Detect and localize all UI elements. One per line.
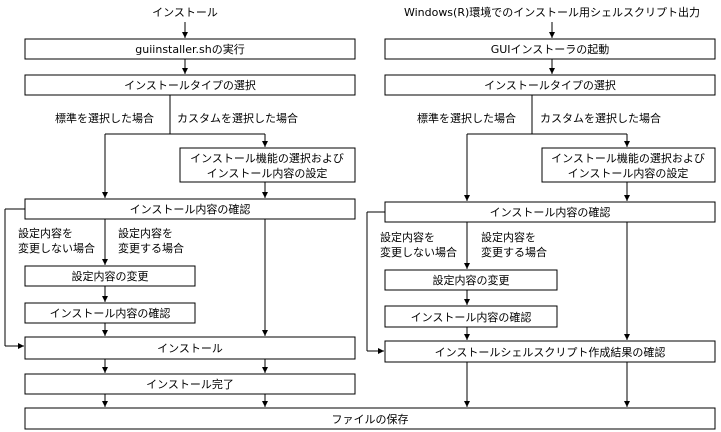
left-change-settings-label: 設定内容の変更 [72, 269, 149, 283]
right-launch-gui-box [384, 38, 716, 60]
save-file-box [24, 407, 716, 430]
right-flow: Windows(R)環境でのインストール用シェルスクリプト出力 GUIインストー… [366, 5, 716, 407]
right-standard-label: 標準を選択した場合 [417, 111, 516, 125]
right-change-settings-box [384, 269, 558, 291]
left-select-type-label: インストールタイプの選択 [124, 78, 256, 92]
left-run-gui-box [24, 38, 356, 60]
right-confirm-again-box [384, 305, 558, 328]
right-change-settings-label: 設定内容の変更 [433, 273, 510, 287]
right-select-type-label: インストールタイプの選択 [484, 78, 616, 92]
right-confirm-result-label: インストールシェルスクリプト作成結果の確認 [435, 345, 666, 359]
left-select-type-box [24, 74, 356, 96]
left-change-settings-box [24, 265, 196, 287]
right-confirm-again-label: インストール内容の確認 [411, 310, 532, 324]
right-no-change-line2: 変更しない場合 [380, 245, 457, 259]
left-confirm-again-box [24, 302, 196, 324]
left-install-label: インストール [157, 342, 223, 355]
right-confirm-label: インストール内容の確認 [490, 205, 611, 219]
right-custom-label: カスタムを選択した場合 [540, 111, 661, 125]
left-no-change-line2: 変更しない場合 [18, 241, 95, 255]
left-run-gui-label: guiinstaller.shの実行 [135, 42, 244, 56]
right-no-change-line1: 設定内容を [380, 230, 435, 244]
left-title: インストール [152, 6, 218, 19]
right-change-line1: 設定内容を [481, 230, 536, 244]
left-no-change-line1: 設定内容を [18, 226, 73, 240]
left-select-features-box [179, 147, 356, 183]
left-install-box [24, 336, 356, 360]
left-standard-label: 標準を選択した場合 [55, 111, 154, 125]
left-install-done-box [24, 373, 356, 395]
left-flow: インストール guiinstaller.shの実行 インストールタイプの選択 標… [4, 6, 356, 407]
left-change-line2: 変更する場合 [118, 241, 184, 255]
left-confirm-label: インストール内容の確認 [130, 202, 251, 216]
left-confirm-again-label: インストール内容の確認 [50, 306, 171, 320]
right-title: Windows(R)環境でのインストール用シェルスクリプト出力 [404, 5, 700, 19]
right-select-features-line1: インストール機能の選択および [551, 151, 705, 165]
right-select-features-box [541, 147, 716, 183]
save-file-label: ファイルの保存 [332, 412, 409, 426]
right-launch-gui-label: GUIインストーラの起動 [491, 42, 610, 56]
left-select-features-line2: インストール内容の設定 [207, 166, 328, 180]
left-change-line1: 設定内容を [118, 226, 173, 240]
left-install-done-label: インストール完了 [146, 377, 234, 391]
right-select-type-box [384, 74, 716, 96]
left-select-features-line1: インストール機能の選択および [190, 151, 344, 165]
right-select-features-line2: インストール内容の設定 [568, 166, 689, 180]
right-confirm-result-box [384, 340, 716, 363]
right-change-line2: 変更する場合 [481, 245, 547, 259]
left-custom-label: カスタムを選択した場合 [177, 111, 298, 125]
